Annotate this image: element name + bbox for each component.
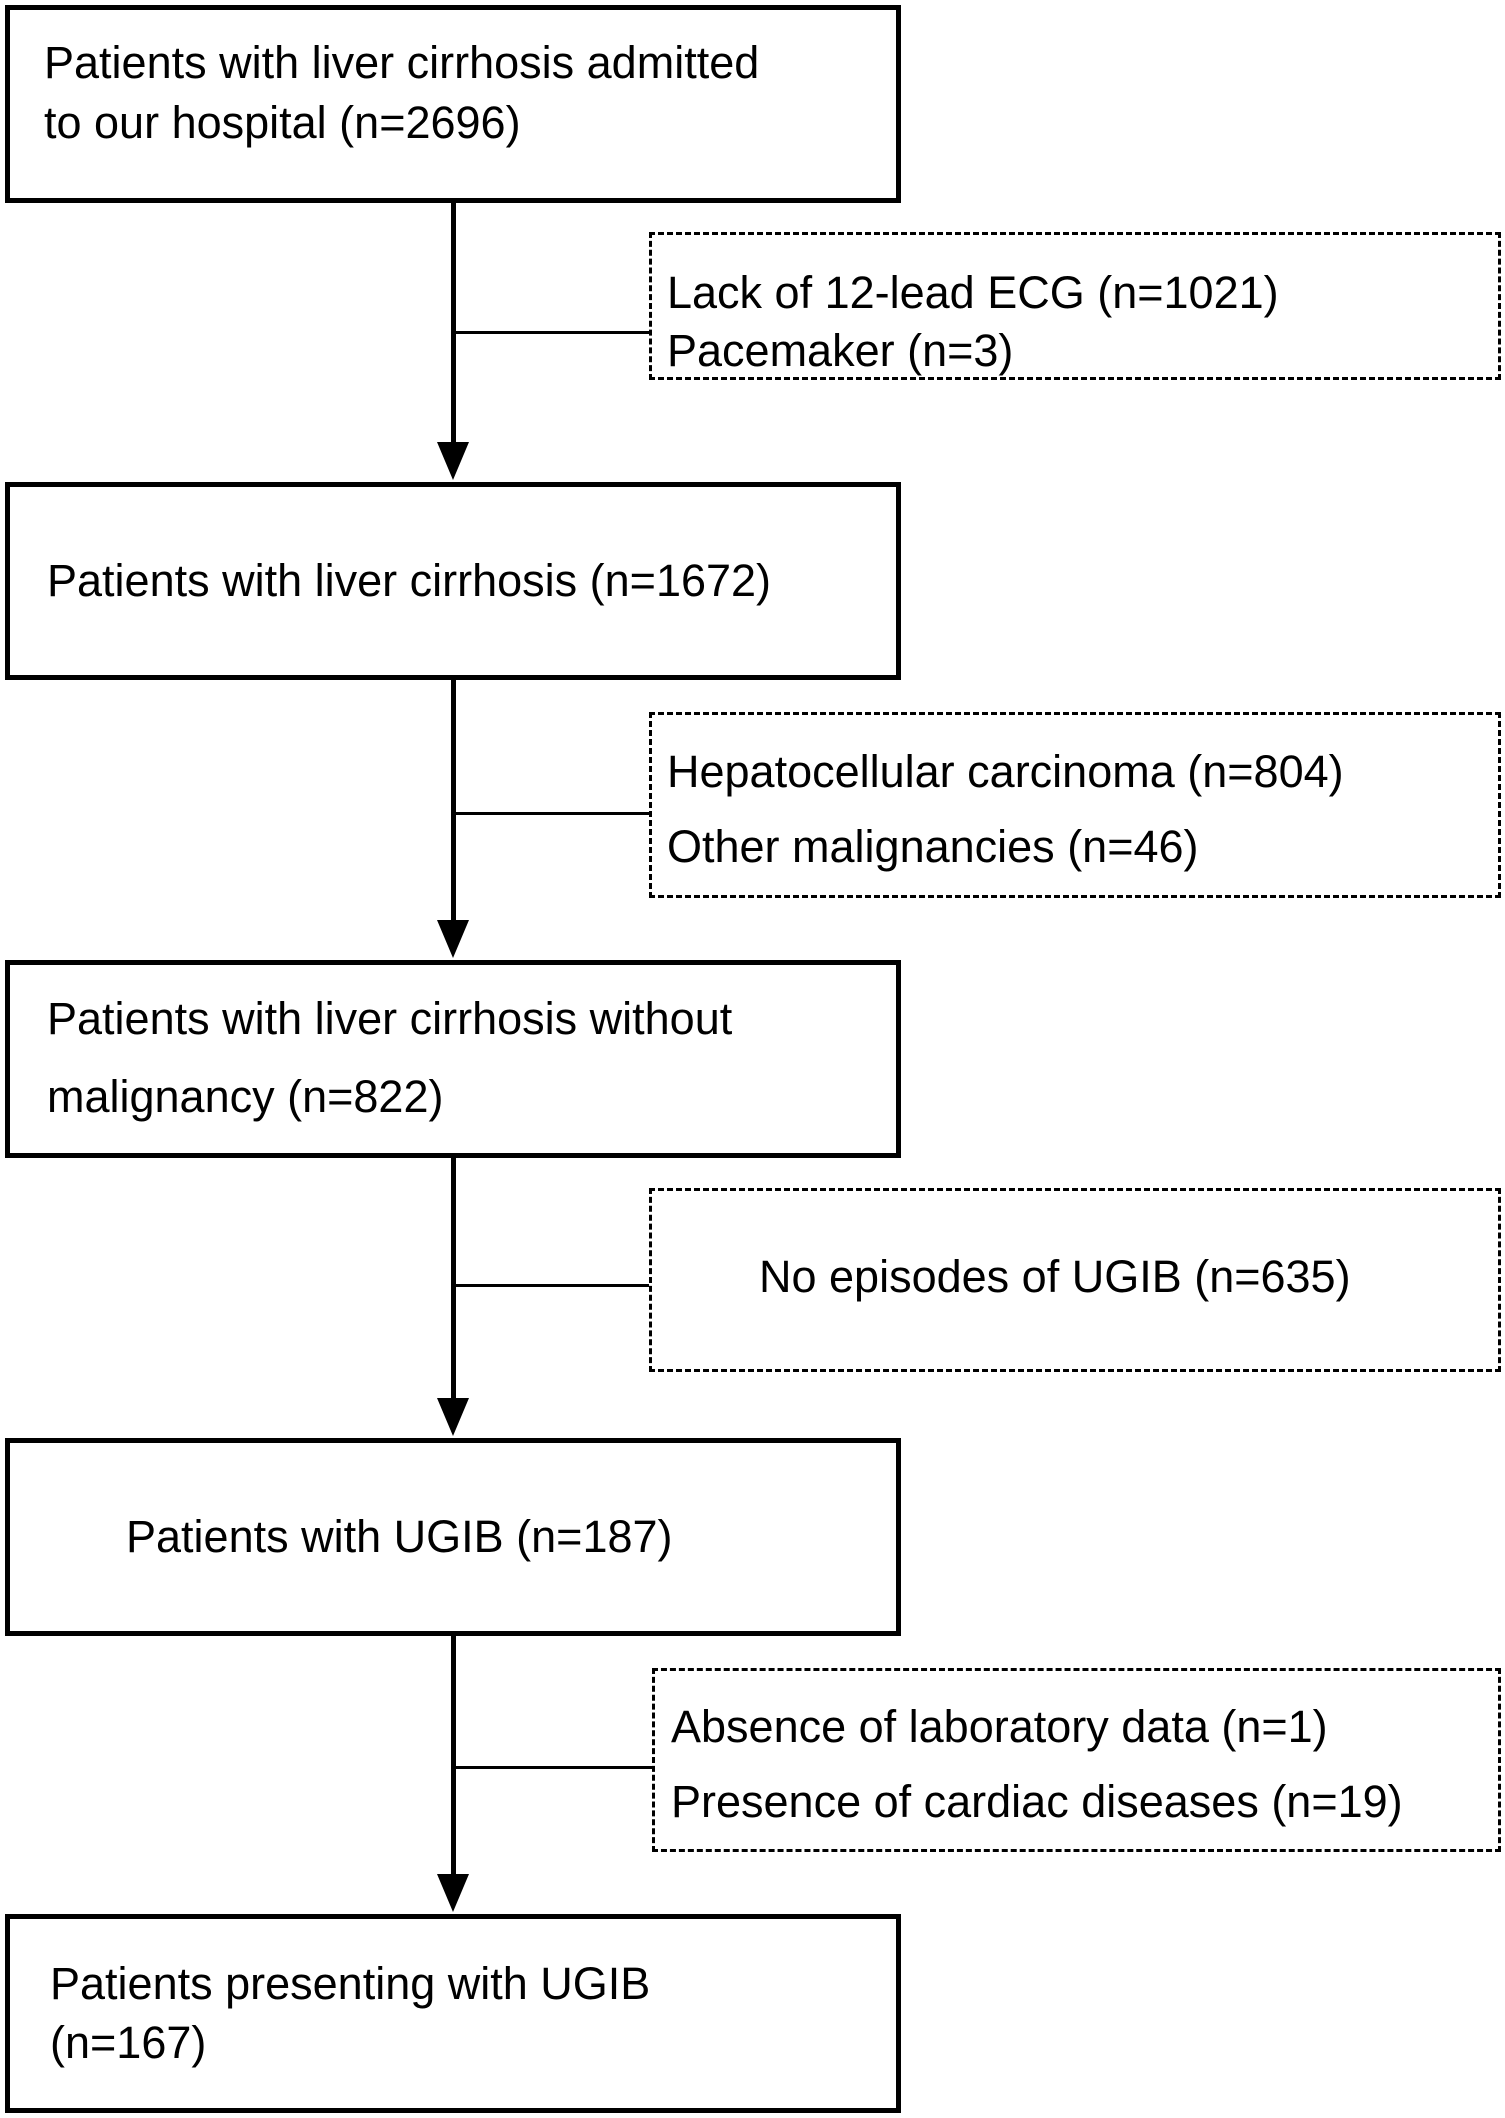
step-cirrhosis-line-1: Patients with liver cirrhosis (n=1672) — [47, 555, 772, 606]
step-final-line-2: (n=167) — [50, 2017, 207, 2068]
step-box-cirrhosis — [5, 482, 901, 680]
exclusion-malignancy-line-1: Hepatocellular carcinoma (n=804) — [667, 746, 1344, 797]
step-box-ugib — [5, 1438, 901, 1636]
step-box-final — [5, 1914, 901, 2113]
exclusion-ecg-line-1: Lack of 12-lead ECG (n=1021) — [667, 267, 1279, 318]
step-ugib-line-1: Patients with UGIB (n=187) — [126, 1511, 673, 1562]
arrow-head-2 — [437, 920, 469, 958]
connector-line-3 — [451, 1158, 456, 1400]
exclusion-ecg-line-2: Pacemaker (n=3) — [667, 325, 1014, 376]
connector-line-4 — [451, 1636, 456, 1876]
arrow-head-3 — [437, 1398, 469, 1436]
step-no-malignancy-line-2: malignancy (n=822) — [47, 1071, 444, 1122]
connector-line-2 — [451, 680, 456, 922]
exclusion-no-ugib-line-1: No episodes of UGIB (n=635) — [759, 1251, 1351, 1302]
step-no-malignancy-line-1: Patients with liver cirrhosis without — [47, 993, 733, 1044]
step-box-no-malignancy — [5, 960, 901, 1158]
branch-line-2 — [456, 812, 649, 815]
exclusion-box-no-ugib — [649, 1188, 1501, 1372]
step-admitted-line-1: Patients with liver cirrhosis admitted — [44, 37, 760, 88]
exclusion-malignancy-line-2: Other malignancies (n=46) — [667, 821, 1199, 872]
arrow-head-1 — [437, 442, 469, 480]
connector-line-1 — [451, 203, 456, 444]
exclusion-box-lab-cardiac — [652, 1668, 1501, 1852]
exclusion-box-malignancy — [649, 712, 1501, 898]
step-final-line-1: Patients presenting with UGIB — [50, 1958, 651, 2009]
step-admitted-line-2: to our hospital (n=2696) — [44, 97, 521, 148]
exclusion-box-ecg — [649, 232, 1501, 380]
branch-line-1 — [456, 331, 649, 334]
exclusion-lab-cardiac-line-1: Absence of laboratory data (n=1) — [671, 1701, 1328, 1752]
exclusion-lab-cardiac-line-2: Presence of cardiac diseases (n=19) — [671, 1776, 1403, 1827]
branch-line-4 — [456, 1766, 652, 1769]
branch-line-3 — [456, 1284, 649, 1287]
arrow-head-4 — [437, 1874, 469, 1912]
step-box-admitted — [5, 5, 901, 203]
